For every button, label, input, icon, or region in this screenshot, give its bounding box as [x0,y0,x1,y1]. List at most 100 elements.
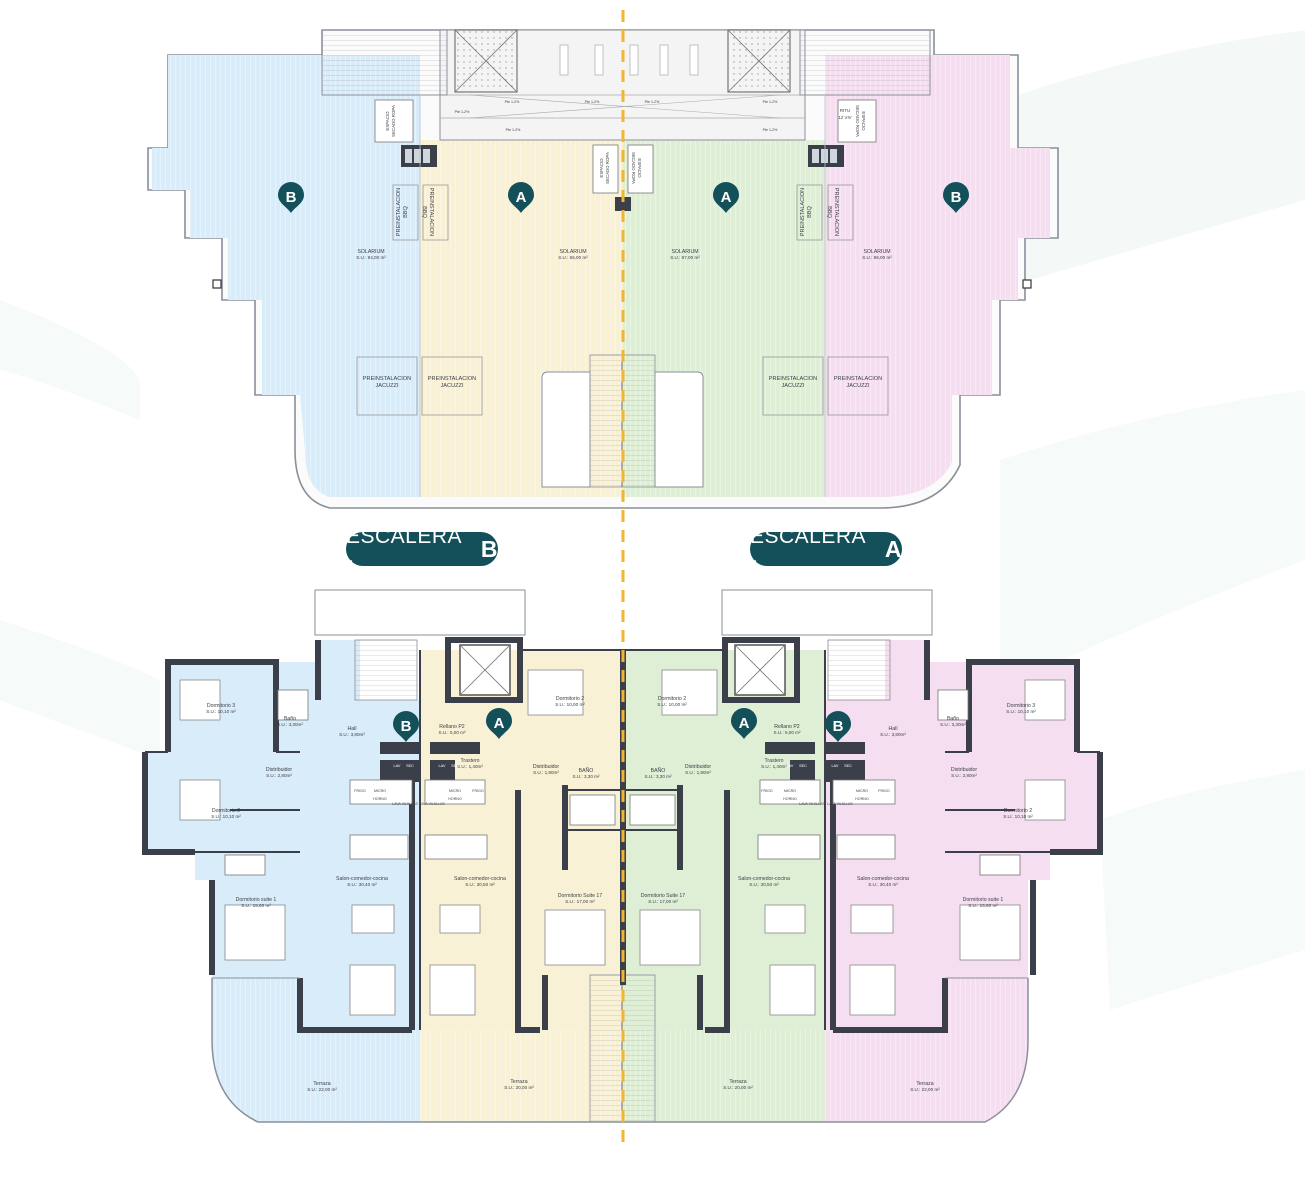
floor-marker-a-left-pin [486,708,512,739]
floor-a-right-2-area: S.U.: 1,90m² [685,770,711,775]
floor-marker-b-right-pin [825,711,851,742]
floor-b-right-5-name: Salon-comedor-cocina [857,876,909,882]
roof-solarium-1-name: SOLARIUM [559,249,586,255]
floor-a-right-5-name: Salon-comedor-cocina [738,876,790,882]
floor-marker-b-left-letter: B [401,718,412,735]
floor-marker-b-left-pin [393,711,419,742]
roof-solarium-3-name: SOLARIUM [863,249,890,255]
jacuzzi-label-2-line2: JACUZZI [782,383,805,389]
floor-b-right-5-area: S.U.: 30,40 m² [868,882,898,887]
slope-label-6: Pte 1-2% [763,128,779,132]
floor-b-left-4-name: Dormitorio 2 [212,808,240,814]
stair-label-a-prefix: ESCALERA - [750,525,865,572]
floor-b-left-1-name: Baño [284,716,296,722]
floor-marker-a-right-pin [731,708,757,739]
kitchen-label-0: FRIGO [354,789,366,793]
floor-b-right-3-area: S.U.: 2,80m² [951,773,977,778]
floor-b-left-0-name: Dormitorio 3 [207,703,235,709]
floor-b-left-3-area: S.U.: 2,80m² [266,773,292,778]
slope-label-3: Pte 1-2% [763,100,779,104]
jacuzzi-label-0-line2: JACUZZI [376,383,399,389]
floor-b-left-6-area: S.U.: 30,40 m² [347,882,377,887]
kitchen-label-7: FRIGO [472,789,484,793]
floor-b-left-7-name: Terraza [313,1081,330,1087]
floor-b-left-2-name: Hall [348,726,357,732]
jacuzzi-label-1-line1: PREINSTALACION [428,376,476,382]
floor-a-right-0-area: S.U.: 10,00 m² [657,702,687,707]
floor-a-left-3-area: S.U.: 3,30 m² [572,774,600,779]
floor-b-right-2-area: S.U.: 10,10 m² [1006,709,1036,714]
roof-solarium-0-name: SOLARIUM [357,249,384,255]
floor-b-left-4-area: S.U.: 10,10 m² [211,814,241,819]
floor-b-left-5-area: S.U.: 15,60 m² [241,903,271,908]
floor-a-right-6-name: Dormitorio Suite 17 [641,893,686,899]
stair-label-a: ESCALERA - A [750,525,902,572]
roof-solarium-0-area: S.U.: 94,00 m² [356,255,386,260]
floor-b-left-1-area: S.U.: 3,30m² [277,722,303,727]
floor-b-right-6-name: Dormitorio suite 1 [963,897,1004,903]
slope-label-1: Pte 1-2% [585,100,601,104]
appliance-label-4: LAV [787,764,794,768]
slope-label-0: Pte 1-2% [505,100,521,104]
kitchen-label-6: HORNO [448,797,462,801]
jacuzzi-label-0-line1: PREINSTALACION [363,376,411,382]
roof-marker-b-right-pin [943,182,969,213]
roof-solarium-1-area: S.U.: 65,00 m² [558,255,588,260]
floor-a-left-5-name: Salon-comedor-cocina [454,876,506,882]
floor-a-right-1-area: S.U.: 3,30 m² [644,774,672,779]
kitchen-label-3: LAVA VAJILLAS [392,802,418,806]
floor-a-left-2-area: S.U.: 1,90m² [533,770,559,775]
roof-stair-right [799,29,931,96]
floor-a-right-3-name: Trastero [764,758,783,764]
floor-a-left-0-area: S.U.: 5,00 m² [438,730,466,735]
appliance-label-2: LAV [439,764,446,768]
secado-label-3-line2: SECADO ROPA [855,105,860,137]
floor-a-right-3-area: S.U.: 1,40m² [761,764,787,769]
floor-a-left-6-area: S.U.: 17,00 m² [565,899,595,904]
appliance-label-6: LAV [832,764,839,768]
secado-label-0-line2: SECADO ROPA [391,105,396,137]
roof-marker-a-left-letter: A [516,189,527,206]
floor-b-right-7-name: Terraza [916,1081,933,1087]
floor-marker-a-left-letter: A [494,715,505,732]
roof-solarium-2-name: SOLARIUM [671,249,698,255]
floor-b-right-6-area: S.U.: 15,60 m² [968,903,998,908]
floor-b-left-7-area: S.U.: 22,00 m² [307,1087,337,1092]
jacuzzi-label-3-line1: PREINSTALACION [834,376,882,382]
appliance-label-0: LAV [394,764,401,768]
floor-marker-a-right-letter: A [739,715,750,732]
floor-a-left-2-name: Distribuidor [533,764,560,770]
floor-b-left-5-name: Dormitorio suite 1 [236,897,277,903]
roof-marker-a-right-pin [713,182,739,213]
floor-b-right-4-area: S.U.: 10,10 m² [1003,814,1033,819]
kitchen-label-8: FRIGO [761,789,773,793]
appliance-label-7: SEC [844,764,852,768]
kitchen-label-12: LAVA VAJILLAS [827,802,853,806]
kitchen-label-13: MICRO [856,789,868,793]
jacuzzi-label-3-line2: JACUZZI [847,383,870,389]
kitchen-label-14: HORNO [855,797,869,801]
roof-marker-b-left-letter: B [286,189,297,206]
stair-label-b-letter: B [480,535,498,562]
bbq-label-3-line1: PREINSTALACION [833,188,839,236]
floor-a-left-7-name: Terraza [510,1079,527,1085]
floor-a-left-4-area: S.U.: 10,00 m² [555,702,585,707]
floor-a-right-0-name: Dormitorio 2 [658,696,686,702]
secado-label-1-line1: ESPACIO [599,158,604,178]
floor-b-left-0-area: S.U.: 10,10 m² [206,709,236,714]
bbq-label-3-line2: BBQ [826,206,832,218]
bbq-label-0-line1: PREINSTALACION [396,188,402,236]
kitchen-label-5: MICRO [449,789,461,793]
slope-label-2: Pte 1-2% [645,100,661,104]
floor-b-right-0-area: S.U.: 3,80m² [880,732,906,737]
floor-a-right-1-name: BAÑO [651,767,666,774]
floor-b-left-3-name: Distribuidor [266,767,293,773]
floor-a-right-6-area: S.U.: 17,00 m² [648,899,678,904]
stair-label-b: ESCALERA - B [346,525,498,572]
kitchen-label-4: LAVA VAJILLAS [419,802,445,806]
kitchen-label-10: HORNO [783,797,797,801]
roof-level [147,29,1059,509]
roof-marker-a-left-pin [508,182,534,213]
